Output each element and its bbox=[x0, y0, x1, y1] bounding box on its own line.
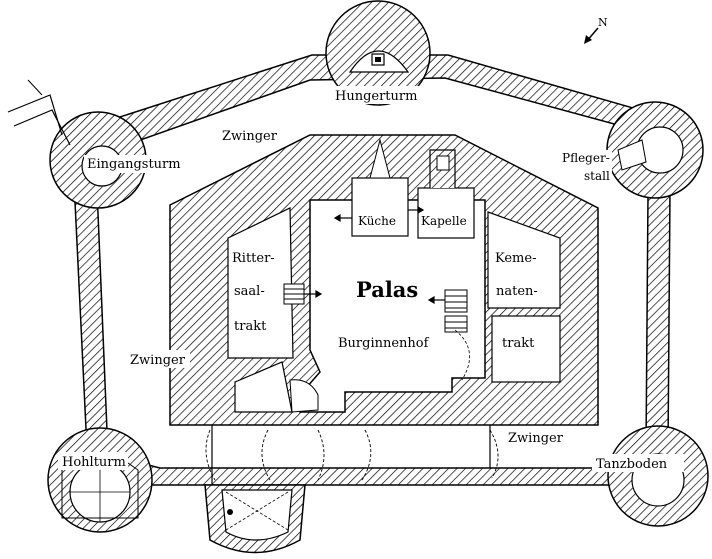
rittersaal-label-line1: Ritter- bbox=[232, 251, 275, 266]
north-label: N bbox=[598, 16, 608, 29]
hungerturm-tower bbox=[325, 0, 431, 106]
palas-label: Palas bbox=[356, 277, 418, 302]
kapelle-room bbox=[417, 187, 475, 239]
kemenatentrakt-room-lower bbox=[491, 315, 561, 383]
kapelle-label: Kapelle bbox=[421, 214, 467, 228]
kemenatentrakt-room-upper bbox=[487, 211, 561, 309]
door-arrows bbox=[304, 205, 445, 305]
entrance-path bbox=[7, 79, 71, 146]
zwinger-bottom-label: Zwinger bbox=[508, 431, 564, 446]
eingangsturm-label: Eingangsturm bbox=[87, 157, 181, 172]
hohlturm-label: Hohlturm bbox=[62, 455, 126, 470]
south-tower bbox=[204, 484, 306, 554]
rittersaaltrakt-room bbox=[227, 207, 294, 359]
kueche-label: Küche bbox=[358, 214, 396, 228]
burginnenhof-label: Burginnenhof bbox=[338, 336, 430, 351]
north-arrow: N bbox=[584, 16, 608, 44]
kemenaten-label-line1: Keme- bbox=[495, 251, 536, 266]
hungerturm-label: Hungerturm bbox=[335, 89, 417, 104]
tanzboden-label: Tanzboden bbox=[596, 457, 668, 472]
tanzboden-tower bbox=[607, 425, 709, 527]
hohlturm-tower bbox=[47, 427, 153, 533]
kemenaten-label-line2: naten- bbox=[496, 284, 538, 299]
rittersaal-label-line2: saal- bbox=[234, 284, 265, 299]
stairs-ritter bbox=[283, 283, 305, 305]
pflegerstall-tower bbox=[606, 101, 704, 199]
kemenaten-label-line3: trakt bbox=[502, 336, 535, 351]
zwinger-left-label: Zwinger bbox=[130, 353, 186, 368]
label-backgrounds bbox=[58, 86, 684, 472]
rittersaal-label-line3: trakt bbox=[234, 319, 267, 334]
pflegerstall-label-line1: Pfleger- bbox=[562, 151, 610, 165]
zwinger-top-label: Zwinger bbox=[222, 129, 278, 144]
stairs-kemenaten bbox=[444, 289, 468, 333]
kueche-room bbox=[351, 177, 409, 237]
gate-passages bbox=[205, 429, 499, 481]
pflegerstall-label-line2: stall bbox=[584, 169, 610, 183]
